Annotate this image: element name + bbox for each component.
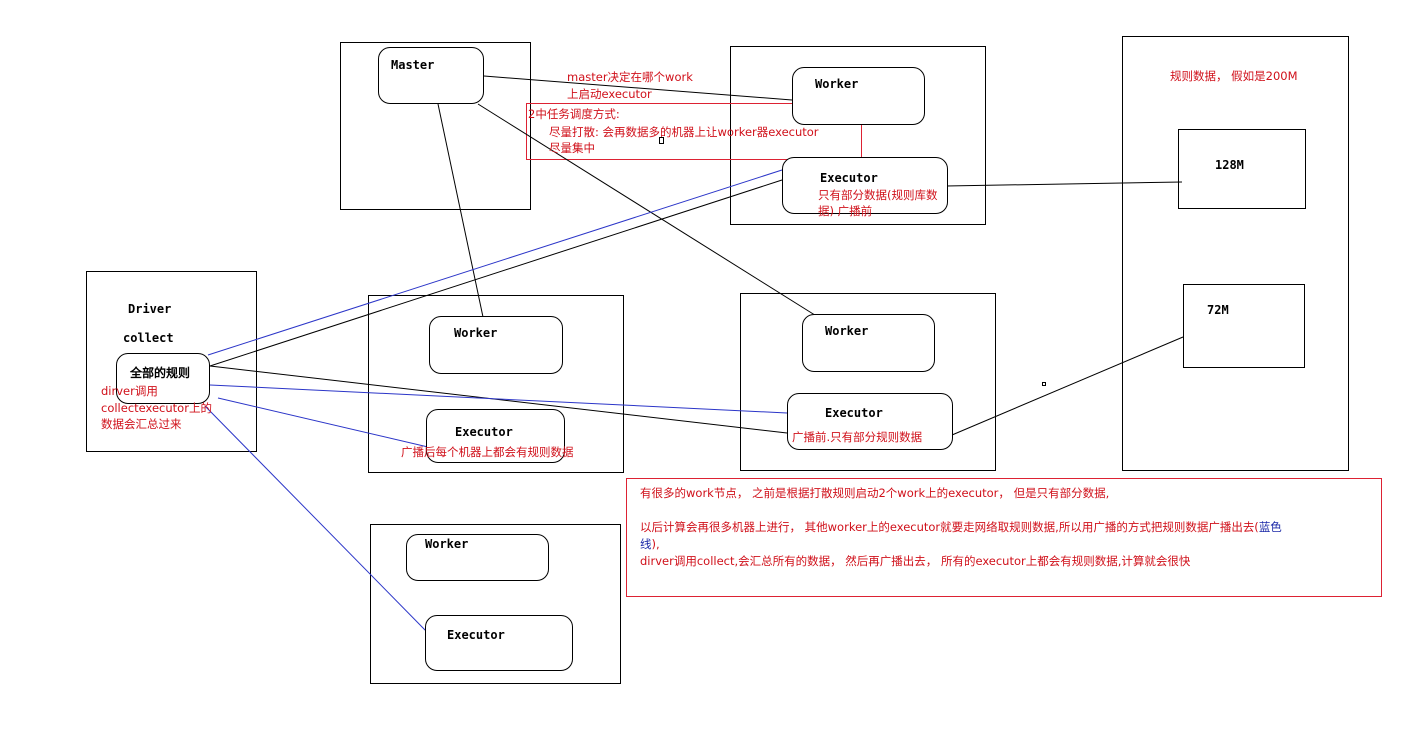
all-rules-label: 全部的规则 xyxy=(130,366,191,380)
master-machine-box xyxy=(340,42,531,210)
master-worker1-link xyxy=(483,75,793,101)
summary-blue-word-cont: 线 xyxy=(640,537,652,551)
master-label: Master xyxy=(391,58,435,72)
worker1-label: Worker xyxy=(815,77,859,91)
broadcast-executor4-line xyxy=(204,405,428,633)
driver-note-1: dirver调用 xyxy=(101,384,158,398)
worker4-machine-box xyxy=(370,524,621,684)
executor3-block72-link xyxy=(951,336,1184,436)
summary-line-2-main: 以后计算会再很多机器上进行， 其他worker上的executor就要走网络取规… xyxy=(640,520,1259,534)
worker3-label: Worker xyxy=(825,324,869,338)
executor4-label: Executor xyxy=(447,628,505,642)
summary-line-3-rest: ), xyxy=(651,537,660,551)
worker1-node xyxy=(792,67,925,125)
summary-line-2: 以后计算会再很多机器上进行， 其他worker上的executor就要走网络取规… xyxy=(640,519,1370,553)
rule-data-box xyxy=(1122,36,1349,471)
worker2-label: Worker xyxy=(454,326,498,340)
master-worker2-link xyxy=(437,103,484,318)
summary-line-1: 有很多的work节点， 之前是根据打散规则启动2个work上的executor，… xyxy=(640,486,1110,500)
executor2-node xyxy=(426,409,565,463)
worker3-node xyxy=(802,314,935,372)
executor1-note-2: 据) 广播前 xyxy=(818,204,873,218)
block-72-label: 72M xyxy=(1207,303,1229,317)
master-worker3-link xyxy=(477,103,819,318)
summary-note-frame xyxy=(626,478,1382,597)
driver-note-3: 数据会汇总过来 xyxy=(101,417,182,431)
executor1-node xyxy=(782,157,948,214)
broadcast-executor1-line xyxy=(207,169,783,356)
rule-data-title: 规则数据， 假如是200M xyxy=(1170,69,1298,83)
worker4-node xyxy=(406,534,549,581)
driver-note-2: collectexecutor上的 xyxy=(101,401,212,415)
worker4-label: Worker xyxy=(425,537,469,551)
stray-dot xyxy=(1042,382,1046,386)
worker1-machine-box xyxy=(730,46,986,225)
broadcast-executor3-line xyxy=(209,384,788,414)
stray-mark xyxy=(659,137,664,144)
executor3-label: Executor xyxy=(825,406,883,420)
block-128-label: 128M xyxy=(1215,158,1244,172)
after-broadcast-note: 广播后每个机器上都会有规则数据 xyxy=(401,445,574,459)
broadcast-executor2-line xyxy=(217,397,429,448)
executor2-label: Executor xyxy=(455,425,513,439)
schedule-concentrate-note: 尽量集中 xyxy=(549,141,595,155)
driver-machine-box xyxy=(86,271,257,452)
schedule-note-frame xyxy=(526,103,862,160)
worker3-machine-box xyxy=(740,293,996,471)
master-decide-note-1: master决定在哪个work xyxy=(567,70,693,84)
executor4-node xyxy=(425,615,573,671)
collect-label: collect xyxy=(123,331,174,345)
master-node xyxy=(378,47,484,104)
summary-blue-word: 蓝色 xyxy=(1258,520,1282,534)
summary-line-4: dirver调用collect,会汇总所有的数据， 然后再广播出去， 所有的ex… xyxy=(640,554,1191,568)
executor1-note-1: 只有部分数据(规则库数 xyxy=(818,188,938,202)
worker2-node xyxy=(429,316,563,374)
master-decide-note-2: 上启动executor xyxy=(567,87,652,101)
driver-label: Driver xyxy=(128,302,172,316)
before-broadcast-note: 广播前.只有部分规则数据 xyxy=(792,430,923,444)
schedule-title-note: 2中任务调度方式: xyxy=(528,107,620,121)
schedule-spread-note: 尽量打散: 会再数据多的机器上让worker器executor xyxy=(549,125,819,139)
block-72-box xyxy=(1183,284,1305,368)
driver-executor1-link xyxy=(209,179,783,367)
all-rules-node xyxy=(116,353,210,404)
executor1-label: Executor xyxy=(820,171,878,185)
executor3-node xyxy=(787,393,953,450)
executor1-block128-link xyxy=(945,181,1183,187)
block-128-box xyxy=(1178,129,1306,209)
